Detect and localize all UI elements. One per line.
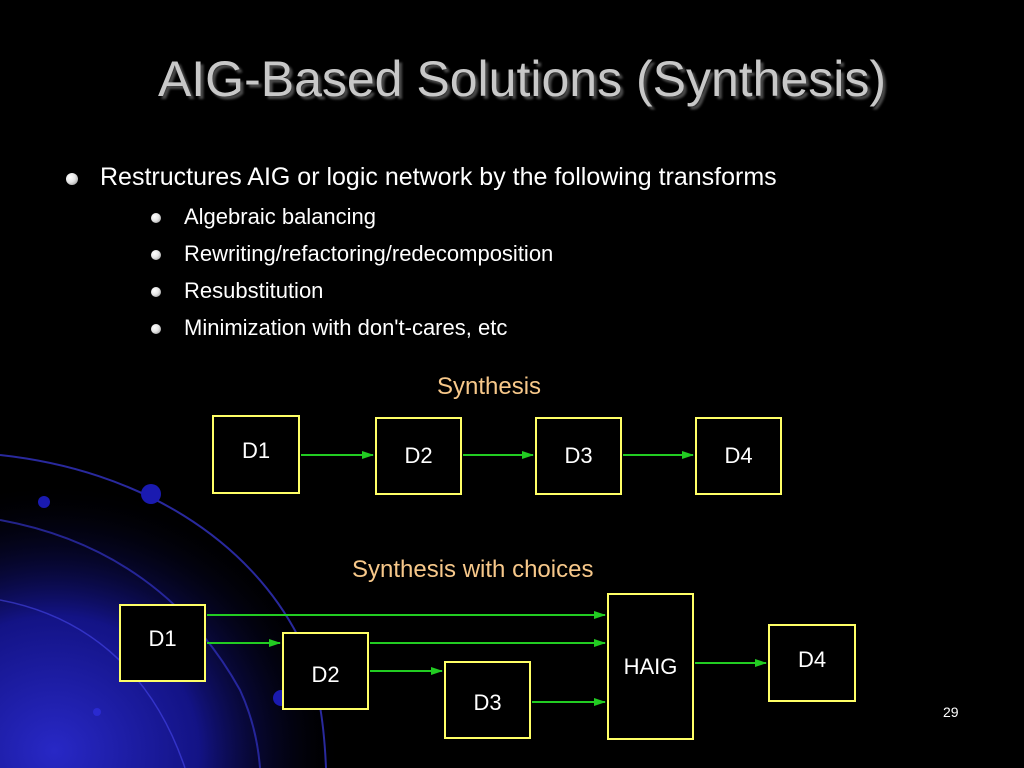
bullet-list: Restructures AIG or logic network by the… <box>62 160 777 346</box>
synthesis-caption: Synthesis <box>437 373 542 400</box>
synthesis-choices-caption: Synthesis with choices <box>352 556 594 583</box>
choices-box-d2: D2 <box>282 632 369 710</box>
sub-bullet-item: Algebraic balancing <box>100 198 777 235</box>
choices-box-d3: D3 <box>444 661 531 739</box>
bullet-dot-icon <box>66 173 78 185</box>
sub-bullet-text: Algebraic balancing <box>184 204 377 229</box>
choices-box-haig: HAIG <box>607 593 694 740</box>
synthesis-box-d3: D3 <box>535 417 622 495</box>
sub-bullet-text: Rewriting/refactoring/redecomposition <box>184 241 554 266</box>
sub-bullet-list: Algebraic balancing Rewriting/refactorin… <box>100 198 777 346</box>
sub-bullet-item: Rewriting/refactoring/redecomposition <box>100 235 777 272</box>
synthesis-box-d4: D4 <box>695 417 782 495</box>
synthesis-box-d2: D2 <box>375 417 462 495</box>
choices-box-d4: D4 <box>768 624 856 702</box>
bullet-dot-icon <box>151 250 161 260</box>
bullet-text: Restructures AIG or logic network by the… <box>100 163 777 191</box>
choices-box-d1: D1 <box>119 604 206 682</box>
bullet-dot-icon <box>151 213 161 223</box>
bullet-dot-icon <box>151 324 161 334</box>
bullet-item-main: Restructures AIG or logic network by the… <box>62 160 777 346</box>
sub-bullet-text: Minimization with don't-cares, etc <box>184 315 508 340</box>
sub-bullet-item: Minimization with don't-cares, etc <box>100 309 777 346</box>
page-number: 29 <box>943 704 959 720</box>
bullet-dot-icon <box>151 287 161 297</box>
sub-bullet-item: Resubstitution <box>100 272 777 309</box>
slide-title: AIG-Based Solutions (Synthesis) <box>157 51 887 107</box>
synthesis-box-d1: D1 <box>212 415 300 494</box>
sub-bullet-text: Resubstitution <box>184 278 324 303</box>
